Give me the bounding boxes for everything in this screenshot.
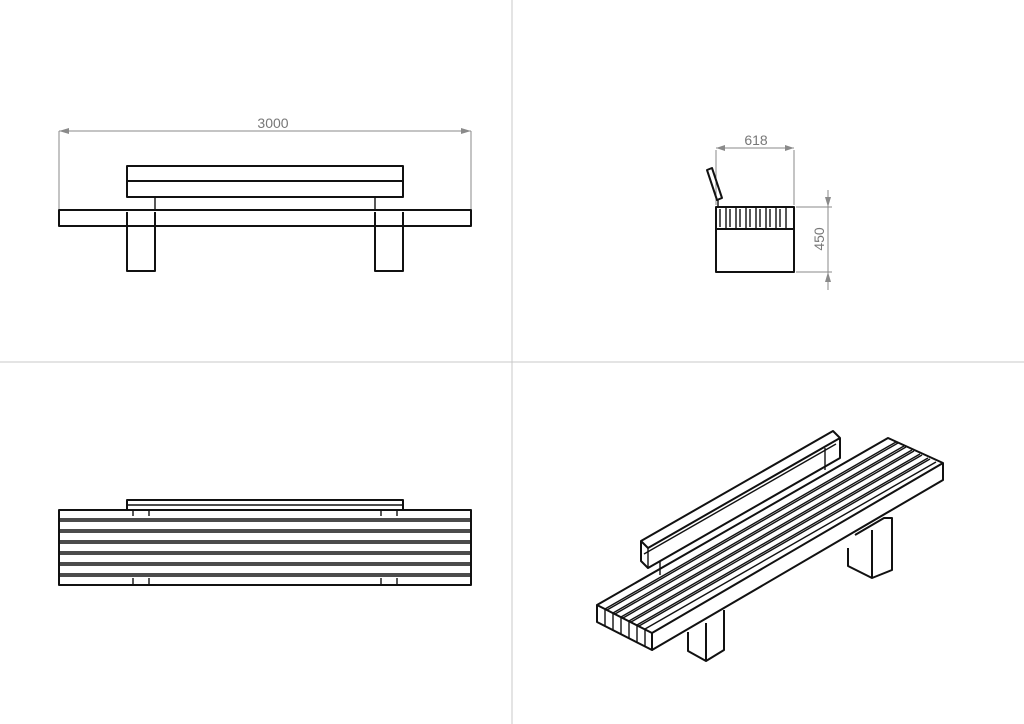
side-seat-slats	[715, 206, 795, 230]
iso-backrest	[640, 430, 841, 575]
front-seat	[58, 209, 472, 227]
iso-seat	[596, 437, 944, 651]
length-dimension: 3000	[58, 115, 472, 212]
side-view: 618 450	[706, 132, 832, 290]
iso-near-base	[687, 610, 725, 662]
top-leg-marks	[130, 510, 400, 586]
front-view: 3000	[58, 115, 472, 272]
depth-dimension: 618	[715, 132, 795, 205]
front-right-leg	[374, 212, 404, 272]
top-seat-slats	[58, 509, 472, 586]
height-dimension-label: 450	[811, 227, 827, 251]
depth-dimension-label: 618	[744, 132, 768, 148]
front-left-leg	[126, 212, 156, 272]
length-dimension-label: 3000	[257, 115, 288, 131]
side-backrest	[706, 167, 723, 201]
height-dimension: 450	[796, 190, 832, 290]
side-base	[715, 228, 795, 273]
front-backrest	[126, 165, 404, 210]
isometric-view	[596, 430, 944, 662]
iso-far-base	[847, 517, 893, 579]
top-view	[58, 499, 472, 586]
